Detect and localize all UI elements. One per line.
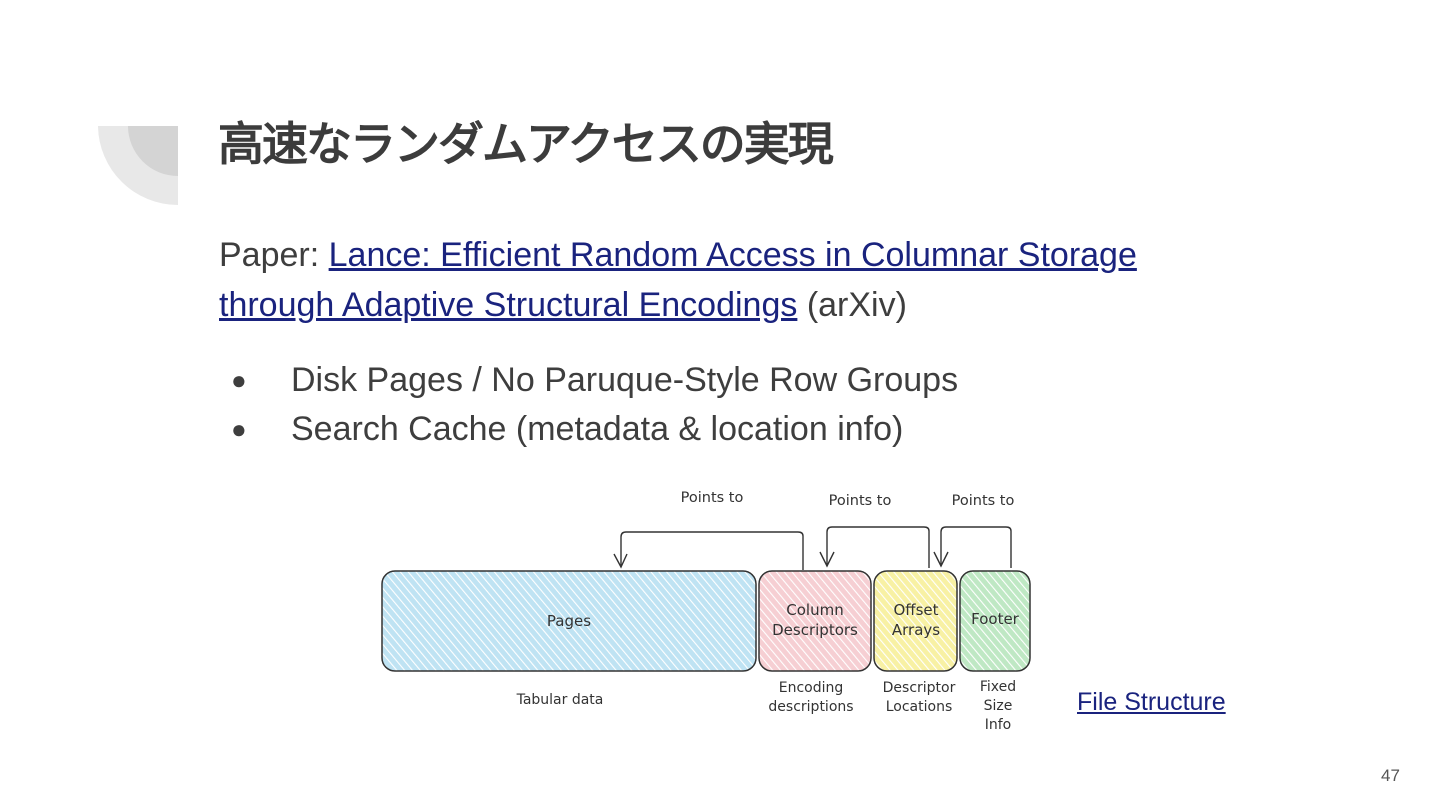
- caption: Info: [985, 717, 1012, 733]
- page-number: 47: [1381, 766, 1400, 785]
- box-footer: [959, 570, 1031, 672]
- arrow-label: Points to: [681, 490, 744, 506]
- arrow-label: Points to: [829, 493, 892, 509]
- paper-reference: Paper: Lance: Efficient Random Access in…: [219, 230, 1229, 330]
- caption: Tabular data: [516, 692, 604, 708]
- decorative-quarter-circle: [98, 126, 178, 205]
- paper-link[interactable]: Lance: Efficient Random Access in Column…: [219, 236, 1137, 324]
- arrow-offsets-to-descriptors: [826, 526, 930, 568]
- box-label: Offset: [893, 601, 938, 619]
- caption: Locations: [886, 699, 953, 715]
- bullet-dot-icon: ●: [231, 365, 247, 395]
- bullet-item: ● Disk Pages / No Paruque-Style Row Group…: [231, 356, 958, 405]
- box-column-descriptors: [758, 570, 872, 672]
- caption: Descriptor: [883, 680, 956, 696]
- arrow-footer-to-offsets: [940, 526, 1012, 568]
- arrow-descriptors-to-pages: [620, 531, 804, 570]
- caption: descriptions: [768, 699, 853, 715]
- pointer-arrows: [613, 526, 1012, 570]
- caption: Size: [984, 698, 1013, 714]
- bullet-text: Search Cache (metadata & location info): [291, 410, 904, 448]
- box-label: Footer: [971, 610, 1020, 628]
- box-label: Descriptors: [772, 621, 858, 639]
- paper-suffix: (arXiv): [797, 286, 907, 324]
- box-label: Pages: [547, 612, 591, 630]
- slide-title: 高速なランダムアクセスの実現: [218, 117, 834, 171]
- paper-prefix: Paper:: [219, 236, 329, 274]
- caption: Fixed: [980, 679, 1016, 695]
- arrow-label: Points to: [952, 493, 1015, 509]
- bullet-list: ● Disk Pages / No Paruque-Style Row Group…: [231, 356, 958, 454]
- caption: Encoding: [779, 680, 844, 696]
- box-label: Arrays: [892, 621, 940, 639]
- box-offset-arrays: [873, 570, 958, 672]
- box-label: Column: [786, 601, 843, 619]
- file-structure-link[interactable]: File Structure: [1077, 688, 1226, 716]
- bullet-text: Disk Pages / No Paruque-Style Row Groups: [291, 361, 959, 399]
- bullet-item: ● Search Cache (metadata & location info): [231, 405, 958, 454]
- bullet-dot-icon: ●: [231, 414, 247, 444]
- box-pages: [381, 570, 757, 672]
- file-structure-diagram: Points to Points to Points to Pages Colu…: [381, 490, 1031, 733]
